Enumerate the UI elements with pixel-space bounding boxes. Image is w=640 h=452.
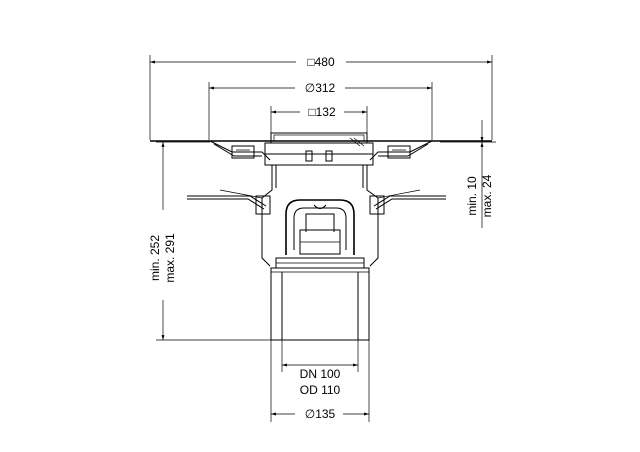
dimension-adjustment: min. 10 max. 24	[440, 120, 496, 228]
dimension-grate-size: □132	[270, 105, 368, 140]
dimension-pipe-size: DN 100 OD 110	[281, 340, 359, 397]
pipe-dn-label: DN 100	[300, 367, 341, 381]
height-min-label: min. 252	[148, 235, 162, 281]
dimension-height: min. 252 max. 291	[148, 141, 283, 341]
outer-diameter-label: ∅135	[305, 407, 336, 421]
dimension-top-width: □480	[149, 55, 493, 140]
height-max-label: max. 291	[163, 233, 177, 283]
dimension-flange-diameter: ∅312	[208, 81, 433, 140]
top-width-label: □480	[307, 55, 335, 69]
adjust-max-label: max. 24	[480, 174, 494, 217]
adjust-min-label: min. 10	[465, 176, 479, 216]
dimension-outer-diameter: ∅135	[270, 340, 370, 422]
grate-size-label: □132	[308, 105, 336, 119]
drain-body	[150, 132, 492, 341]
pipe-od-label: OD 110	[300, 383, 341, 397]
flange-diameter-label: ∅312	[305, 81, 336, 95]
